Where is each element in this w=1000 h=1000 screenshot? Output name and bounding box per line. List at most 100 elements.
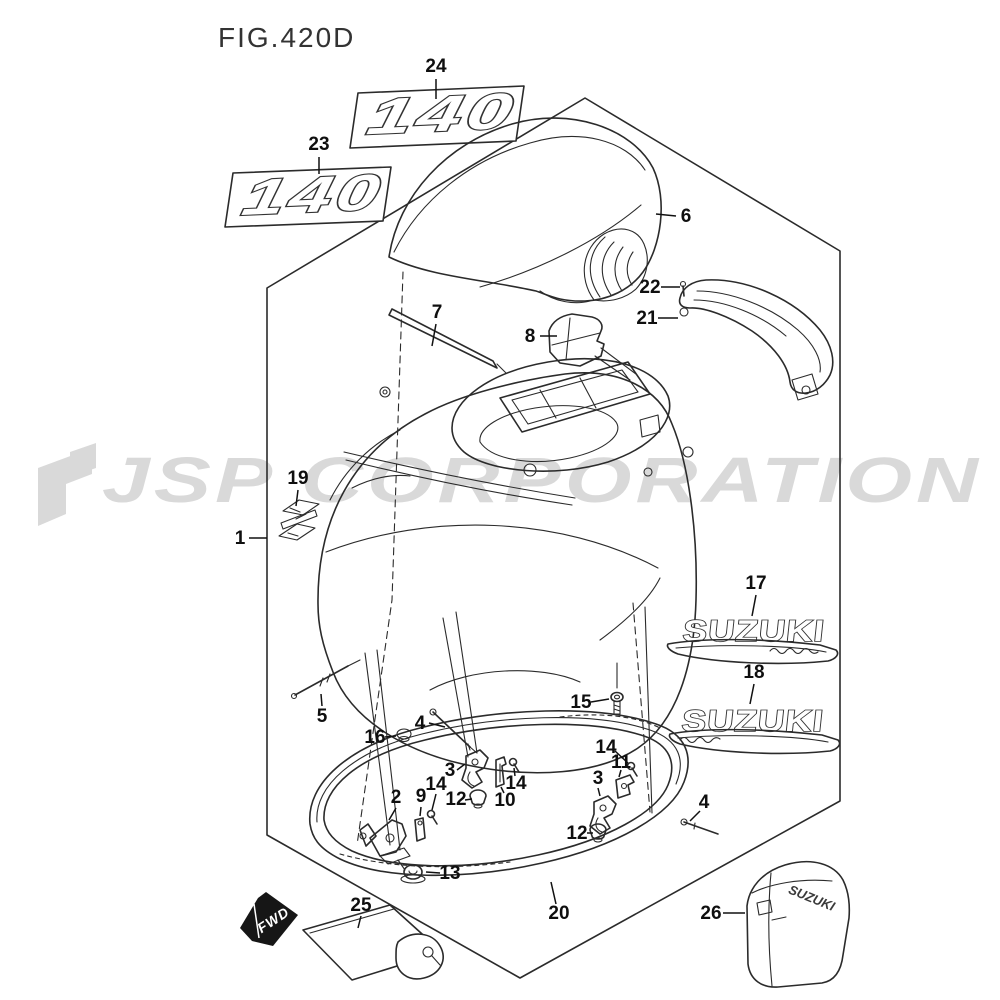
part-1-engine-cover-body (317, 271, 698, 851)
callout-4a: 4 (415, 713, 446, 734)
svg-text:11: 11 (611, 752, 632, 773)
svg-text:14: 14 (505, 773, 527, 794)
svg-text:2: 2 (391, 787, 402, 808)
part-9-plate (414, 817, 426, 842)
svg-text:22: 22 (639, 277, 660, 298)
svg-text:23: 23 (308, 134, 329, 155)
part-14-bolt-right (626, 761, 638, 777)
callout-19: 19 (287, 468, 309, 507)
isometric-frame (266, 97, 841, 979)
part-3-latch-right (589, 795, 617, 835)
part-12-grommet-left (469, 789, 487, 809)
part-3-latch-left (461, 743, 489, 789)
watermark: JSP CORPORATION (38, 443, 982, 526)
callout-21: 21 (636, 308, 678, 329)
part-18-suzuki-emblem: SUZUKI (668, 704, 841, 755)
svg-text:16: 16 (364, 727, 385, 748)
callouts: 24 23 6 22 21 7 8 1 19 17 18 5 16 4 15 1… (235, 56, 767, 929)
part-23-140-decal: 140 (224, 162, 392, 228)
callout-24: 24 (425, 56, 447, 99)
part-5-pin (290, 659, 361, 700)
svg-text:14: 14 (595, 737, 617, 758)
fasteners-and-latches (290, 659, 719, 884)
part-12-grommet-right (589, 823, 607, 843)
part-14-bolt-mid (508, 757, 520, 773)
part-14-bolt-left (426, 809, 438, 825)
part-16-nut (396, 728, 412, 743)
part-25-pad (302, 904, 444, 981)
svg-text:8: 8 (525, 326, 536, 347)
part-22-screw (679, 280, 687, 297)
watermark-text: JSP CORPORATION (102, 444, 982, 516)
callout-14a: 14 (595, 737, 629, 764)
callout-5: 5 (317, 693, 328, 727)
callout-15: 15 (570, 692, 610, 713)
jsp-logo-mark-2 (70, 443, 96, 477)
callout-3a: 3 (593, 768, 604, 797)
svg-text:9: 9 (416, 786, 427, 807)
decal-140-text: 140 (363, 82, 522, 145)
decal-140-text: 140 (238, 163, 389, 226)
callout-12a: 12 (566, 823, 593, 844)
part-13-grommet (400, 864, 426, 884)
part-15-screw (610, 691, 624, 715)
callout-11: 11 (611, 752, 632, 778)
svg-text:18: 18 (743, 662, 764, 683)
callout-7: 7 (431, 302, 443, 347)
callout-6: 6 (655, 206, 692, 227)
part-26-cover-bag: SUZUKI (746, 860, 851, 988)
part-10-bracket (495, 756, 507, 788)
svg-text:1: 1 (235, 528, 246, 549)
svg-text:12: 12 (445, 789, 466, 810)
svg-text:12: 12 (566, 823, 587, 844)
figure-title: FIG.420D (218, 22, 355, 53)
callout-14b: 14 (505, 767, 527, 794)
part-21-handle (678, 279, 834, 401)
callout-22: 22 (639, 277, 680, 298)
callout-26: 26 (700, 903, 745, 924)
svg-text:10: 10 (494, 790, 515, 811)
callout-3b: 3 (445, 760, 466, 781)
svg-text:25: 25 (350, 895, 372, 916)
part-2-latch-assembly (359, 819, 411, 871)
svg-text:7: 7 (432, 302, 443, 323)
svg-text:3: 3 (445, 760, 456, 781)
bag-suzuki-text: SUZUKI (786, 882, 837, 914)
callout-4b: 4 (689, 792, 710, 822)
callout-8: 8 (525, 326, 557, 347)
part-19-suzuki-s-emblem (278, 499, 320, 541)
part-4-screw-right (680, 818, 719, 835)
svg-text:21: 21 (636, 308, 658, 329)
svg-text:19: 19 (287, 468, 308, 489)
callout-20: 20 (548, 881, 570, 924)
part-24-140-decal: 140 (349, 81, 525, 149)
svg-text:24: 24 (425, 56, 447, 77)
callout-10: 10 (494, 786, 516, 811)
callout-14c: 14 (425, 774, 447, 811)
part-17-suzuki-emblem: SUZUKI (666, 614, 839, 665)
part-8-bracket (548, 313, 637, 381)
svg-text:15: 15 (570, 692, 592, 713)
fwd-arrow: FWD (240, 892, 298, 946)
callout-18: 18 (743, 662, 765, 705)
callout-23: 23 (308, 134, 330, 174)
svg-text:3: 3 (593, 768, 604, 789)
callout-9: 9 (416, 786, 427, 817)
callout-12b: 12 (445, 789, 473, 810)
part-7-seal-strip (388, 308, 507, 374)
svg-text:6: 6 (681, 206, 692, 227)
svg-text:4: 4 (415, 713, 426, 734)
svg-text:4: 4 (699, 792, 710, 813)
callout-2: 2 (388, 787, 402, 821)
svg-text:5: 5 (317, 706, 328, 727)
callout-13: 13 (425, 863, 461, 884)
svg-text:13: 13 (439, 863, 460, 884)
callout-1: 1 (235, 528, 267, 549)
callout-16: 16 (364, 727, 397, 748)
svg-text:17: 17 (745, 573, 766, 594)
part-20-seal-ring (309, 710, 689, 877)
svg-text:20: 20 (548, 903, 569, 924)
callout-25: 25 (350, 895, 372, 929)
